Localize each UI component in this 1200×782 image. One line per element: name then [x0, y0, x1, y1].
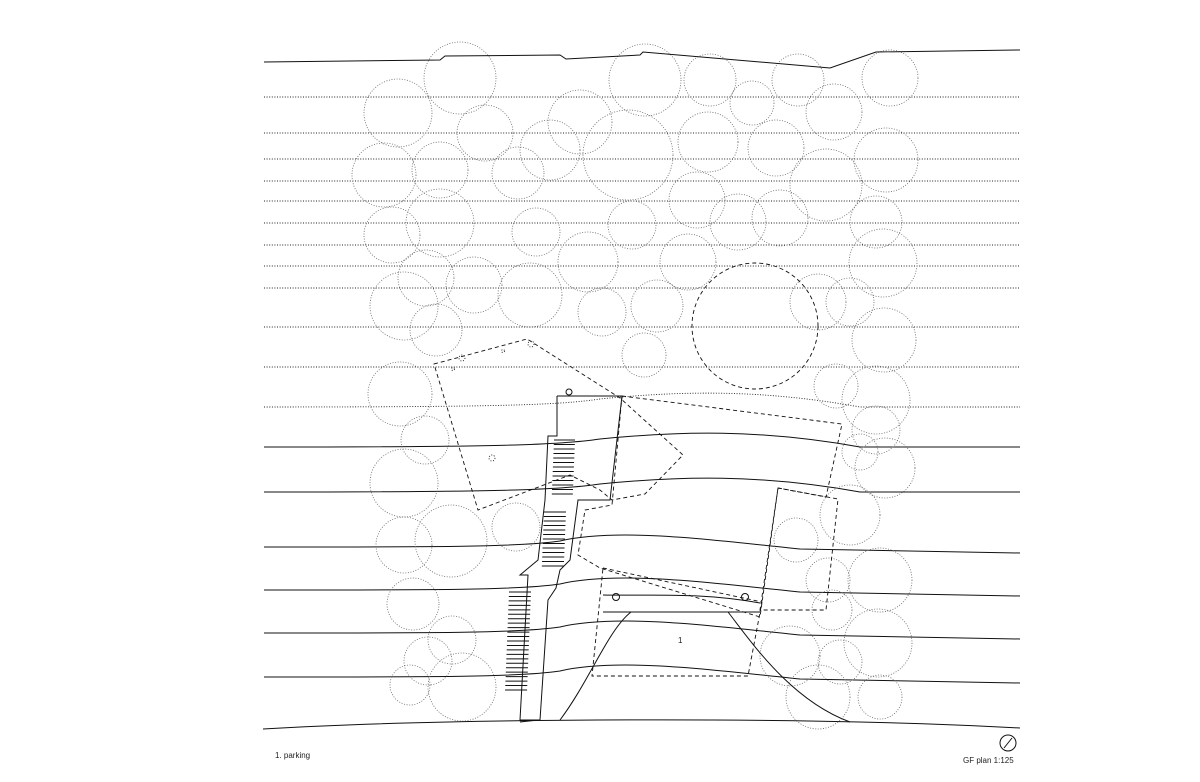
tree-canopy — [389, 664, 431, 706]
tree-canopy — [771, 53, 825, 107]
tree-canopy — [351, 142, 417, 208]
contour-line — [263, 577, 1021, 597]
tree-canopy — [405, 188, 475, 258]
tree-canopy — [557, 231, 619, 293]
tree-canopy — [848, 228, 918, 298]
tree-canopy — [853, 127, 919, 193]
tree-canopy — [403, 636, 453, 686]
tree-canopy — [851, 307, 917, 373]
tree-canopy — [577, 287, 627, 337]
tree-canopy — [789, 148, 863, 222]
tree-canopy — [805, 557, 851, 603]
tree-canopies — [351, 41, 919, 730]
tree-canopy — [841, 433, 879, 471]
tree-canopy — [363, 78, 433, 148]
tree-canopy — [709, 193, 767, 251]
tree-canopy — [861, 49, 919, 107]
contour-line — [263, 392, 1020, 408]
plan-title: GF plan 1:125 — [963, 756, 1014, 765]
tree-canopy — [397, 249, 455, 307]
tree-canopy — [582, 109, 674, 201]
tree-canopy — [423, 41, 497, 115]
tree-canopy — [409, 303, 463, 357]
tree-canopy — [367, 361, 433, 427]
tree-canopy — [400, 415, 450, 465]
tree-canopy — [849, 195, 903, 249]
tree-canopy — [414, 504, 488, 578]
contour-line — [263, 477, 1020, 493]
tree-canopy — [747, 119, 805, 177]
tree-canopy — [847, 547, 913, 613]
contour-line — [263, 432, 1020, 448]
contour-lines — [263, 96, 1021, 684]
space-number-label: 1 — [678, 636, 683, 645]
large-tree-canopy — [691, 262, 819, 390]
tree-canopy — [608, 43, 682, 117]
parking-roof-outline — [591, 567, 763, 677]
tree-canopy — [369, 271, 439, 341]
tree-canopy — [817, 639, 863, 685]
tree-canopy — [841, 365, 911, 435]
tree-canopy — [819, 484, 881, 546]
tree-canopy — [729, 80, 775, 126]
tree-canopy — [497, 262, 563, 328]
contour-line — [263, 620, 1021, 640]
stair-treads — [505, 439, 575, 691]
terrace-posts — [451, 340, 535, 462]
tree-canopy — [427, 615, 477, 665]
tree-canopy — [683, 53, 737, 107]
north-arrow-icon — [999, 734, 1017, 752]
upper-terrace-outline — [433, 338, 684, 511]
tree-canopy — [851, 405, 901, 455]
tree-canopy — [659, 233, 717, 291]
tree-canopy — [843, 608, 913, 678]
ground-line — [262, 719, 1021, 730]
tree-canopy — [411, 141, 469, 199]
contour-line — [263, 664, 1021, 684]
tree-canopy — [456, 104, 514, 162]
tree-canopy — [427, 652, 497, 722]
tree-canopy — [759, 625, 821, 687]
tree-canopy — [621, 332, 667, 378]
site-boundary-top — [263, 49, 1021, 69]
walls — [518, 388, 851, 723]
tree-canopy — [785, 664, 851, 730]
contour-line — [263, 534, 1021, 554]
tree-canopy — [445, 256, 503, 314]
tree-canopy — [607, 200, 657, 250]
tree-canopy — [369, 448, 439, 518]
tree-canopy — [857, 674, 903, 720]
legend-text: 1. parking — [275, 751, 310, 760]
tree-canopy — [789, 273, 847, 331]
tree-canopy — [805, 83, 863, 141]
tree-canopy — [547, 89, 613, 155]
tree-canopy — [630, 279, 684, 333]
tree-canopy — [751, 189, 809, 247]
tree-canopy — [825, 277, 875, 327]
tree-canopy — [491, 146, 545, 200]
tree-canopy — [854, 437, 916, 499]
tree-canopy — [668, 171, 726, 229]
tree-canopy — [813, 363, 859, 409]
tree-canopy — [519, 119, 581, 181]
pavilion-roof-outline — [577, 395, 843, 618]
tree-canopy — [773, 517, 819, 563]
tree-canopy — [375, 516, 433, 574]
tree-canopy — [511, 207, 561, 257]
tree-canopy — [811, 589, 853, 631]
tree-canopy — [677, 111, 739, 173]
tree-canopy — [491, 502, 541, 552]
tree-canopy — [363, 206, 421, 264]
tree-canopy — [386, 577, 440, 631]
